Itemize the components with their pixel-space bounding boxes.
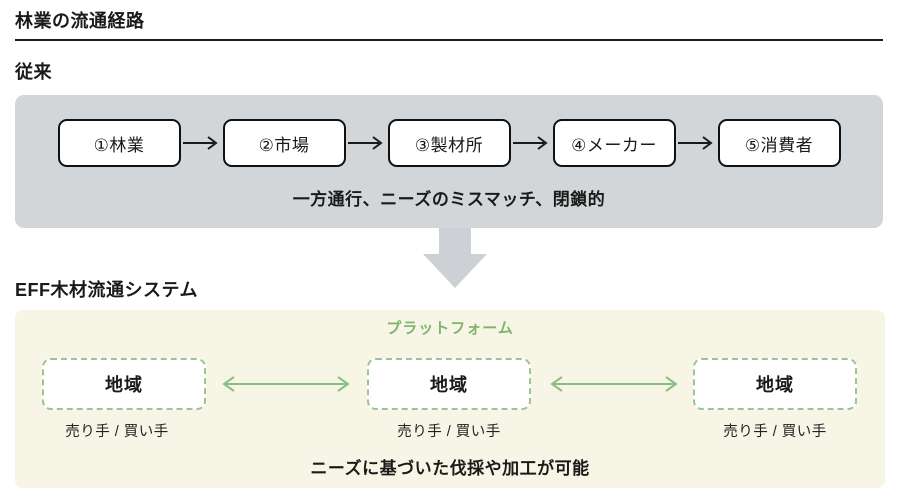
double-arrow-icon [222,376,350,392]
region-box: 地域 [367,358,531,410]
region-sub-label: 売り手 / 買い手 [65,424,169,440]
right-arrow-icon [182,136,218,150]
right-arrow-icon [677,136,713,150]
double-arrow-icon [550,376,678,392]
region-sub-label: 売り手 / 買い手 [723,424,827,440]
region-box: 地域 [693,358,857,410]
flow-step-market: ②市場 [222,119,346,167]
flow-step-sawmill: ③製材所 [387,119,511,167]
title-underline [15,39,883,41]
region-sub-label: 売り手 / 買い手 [397,424,501,440]
down-arrow-icon [423,228,487,288]
flow-step-consumer: ⑤消費者 [717,119,841,167]
section-label-traditional: 従来 [15,62,52,82]
flow-step-forestry: ①林業 [57,119,181,167]
eff-caption: ニーズに基づいた伐採や加工が可能 [310,459,590,478]
page-title: 林業の流通経路 [15,11,145,31]
traditional-flow-panel: ①林業 ②市場 ③製材所 ④メーカー ⑤消費者 一方通行、ニーズのミスマッチ、 [15,95,883,228]
flow-step-manufacturer: ④メーカー [552,119,676,167]
traditional-caption: 一方通行、ニーズのミスマッチ、閉鎖的 [292,190,606,209]
eff-system-panel: プラットフォーム 地域 地域 地域 売り手 / 買い手 売り手 / 買い手 売り… [15,310,885,488]
right-arrow-icon [347,136,383,150]
section-label-eff: EFF木材流通システム [15,280,198,300]
right-arrow-icon [512,136,548,150]
platform-label: プラットフォーム [386,320,514,337]
traditional-flow-row: ①林業 ②市場 ③製材所 ④メーカー ⑤消費者 [15,119,883,167]
region-box: 地域 [42,358,206,410]
